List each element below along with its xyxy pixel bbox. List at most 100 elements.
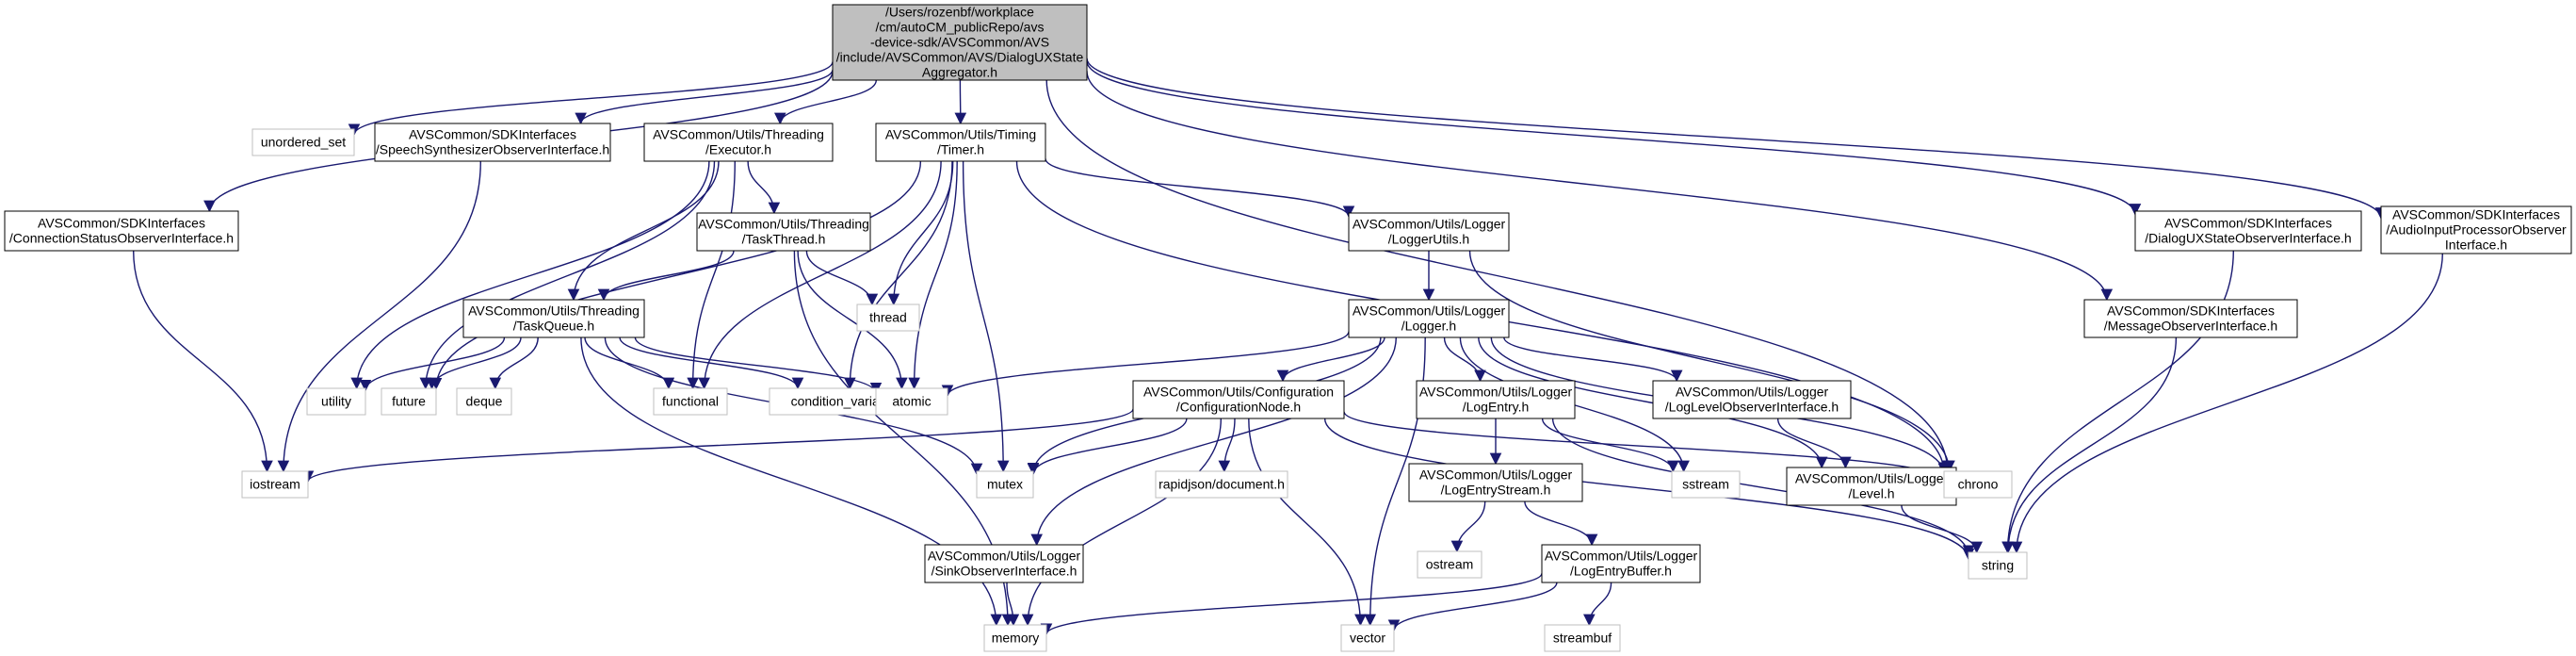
node-box	[1544, 624, 1621, 652]
edge-audioinput-to-string	[2010, 253, 2443, 554]
edge-timer-to-mutex	[962, 160, 1010, 473]
edge-taskqueue-to-atomic	[634, 336, 883, 395]
node-label: atomic	[892, 394, 931, 409]
edge-confignode-to-mutex	[1027, 418, 1188, 476]
node-box	[832, 4, 1088, 81]
node-logentrystream[interactable]: AVSCommon/Utils/Logger/LogEntryStream.h	[1408, 463, 1583, 502]
node-level[interactable]: AVSCommon/Utils/Logger/Level.h	[1786, 467, 1957, 506]
node-confignode[interactable]: AVSCommon/Utils/Configuration/Configurat…	[1132, 380, 1345, 419]
edge-loggerutils-to-chrono	[1468, 250, 1955, 473]
node-atomic: atomic	[875, 387, 948, 416]
node-sinkobs[interactable]: AVSCommon/Utils/Logger/SinkObserverInter…	[924, 544, 1084, 583]
node-rapidjson: rapidjson/document.h	[1155, 470, 1288, 499]
node-label: AVSCommon/Utils/Logger	[1795, 471, 1949, 486]
node-label: /LogEntry.h	[1463, 400, 1530, 415]
node-label: /MessageObserverInterface.h	[2104, 319, 2277, 334]
node-label: AVSCommon/Utils/Logger	[1545, 549, 1698, 564]
edge-taskqueue-to-utility	[359, 336, 506, 392]
node-label: /SpeechSynthesizerObserverInterface.h	[376, 142, 609, 157]
edge-speechsynth-to-iostream	[277, 160, 481, 473]
node-box	[456, 387, 512, 416]
edge-taskqueue-to-condvar	[619, 336, 804, 390]
node-label: AVSCommon/SDKInterfaces	[2164, 216, 2332, 231]
node-audioinput[interactable]: AVSCommon/SDKInterfaces/AudioInputProces…	[2380, 205, 2572, 254]
node-label: AVSCommon/Utils/Logger	[1353, 217, 1506, 232]
node-label: AVSCommon/Utils/Logger	[1676, 385, 1829, 400]
node-label: AVSCommon/SDKInterfaces	[2392, 207, 2560, 222]
node-label: /SinkObserverInterface.h	[932, 564, 1077, 579]
node-logger[interactable]: AVSCommon/Utils/Logger/Logger.h	[1348, 299, 1510, 338]
node-speechsynth[interactable]: AVSCommon/SDKInterfaces/SpeechSynthesize…	[374, 123, 611, 162]
node-executor[interactable]: AVSCommon/Utils/Threading/Executor.h	[643, 123, 834, 162]
edge-taskthread-to-taskqueue	[597, 250, 735, 302]
node-box	[1416, 380, 1576, 419]
node-label: iostream	[250, 477, 300, 492]
edge-logentrybuffer-to-streambuf	[1583, 582, 1612, 627]
node-dialogux[interactable]: AVSCommon/SDKInterfaces/DialogUXStateObs…	[2134, 210, 2362, 252]
edge-executor-to-taskqueue	[567, 160, 720, 302]
edge-logger-to-atomic	[941, 331, 1350, 398]
edge-logentrystream-to-logentrybuffer	[1524, 500, 1598, 547]
edge-logger-to-loglevelobs	[1503, 336, 1683, 383]
node-loglevelobs[interactable]: AVSCommon/Utils/Logger/LogLevelObserverI…	[1652, 380, 1852, 419]
node-label: /include/AVSCommon/AVS/DialogUXState	[836, 50, 1084, 65]
node-label: streambuf	[1553, 631, 1612, 646]
edge-timer-to-thread	[887, 160, 954, 306]
node-label: /TaskQueue.h	[513, 319, 594, 334]
node-functional: functional	[653, 387, 728, 416]
edge-logentrystream-to-ostream	[1450, 500, 1486, 553]
node-box	[1408, 463, 1583, 502]
node-timer[interactable]: AVSCommon/Utils/Timing/Timer.h	[875, 123, 1046, 162]
node-message[interactable]: AVSCommon/SDKInterfaces/MessageObserverI…	[2083, 299, 2298, 338]
node-box	[1155, 470, 1288, 499]
node-box	[856, 303, 920, 332]
node-loggerutils[interactable]: AVSCommon/Utils/Logger/LoggerUtils.h	[1348, 212, 1510, 252]
edge-confignode-to-rapidjson	[1218, 418, 1236, 473]
node-label: /LogEntryBuffer.h	[1570, 564, 1672, 579]
node-box	[643, 123, 834, 162]
node-box	[251, 128, 355, 156]
node-box	[1968, 551, 2028, 580]
node-utility: utility	[306, 387, 366, 416]
node-label: string	[1982, 558, 2014, 573]
node-logentry[interactable]: AVSCommon/Utils/Logger/LogEntry.h	[1416, 380, 1576, 419]
node-label: AVSCommon/Utils/Threading	[468, 303, 640, 319]
node-box	[1671, 470, 1741, 499]
edge-executor-to-taskthread	[747, 160, 781, 215]
node-label: AVSCommon/Utils/Logger	[928, 549, 1081, 564]
edge-level-to-string	[1901, 504, 1983, 554]
node-deque: deque	[456, 387, 512, 416]
edge-message-to-string	[2001, 336, 2178, 554]
edge-logger-to-level	[1478, 336, 1828, 469]
node-label: future	[392, 394, 426, 409]
node-label: thread	[869, 310, 907, 325]
node-box	[2083, 299, 2298, 338]
edge-logger-to-confignode	[1276, 336, 1385, 383]
edge-executor-to-future	[419, 160, 716, 390]
node-label: condition_variable	[791, 394, 898, 409]
edge-main-to-audioinput	[1086, 57, 2388, 220]
node-box	[1943, 470, 2013, 499]
edge-confignode-to-string	[1323, 418, 1975, 561]
node-logentrybuffer[interactable]: AVSCommon/Utils/Logger/LogEntryBuffer.h	[1541, 544, 1701, 583]
node-label: /LogEntryStream.h	[1441, 483, 1551, 498]
node-connstatus[interactable]: AVSCommon/SDKInterfaces/ConnectionStatus…	[4, 210, 239, 252]
node-label: ostream	[1426, 557, 1474, 572]
node-taskqueue[interactable]: AVSCommon/Utils/Threading/TaskQueue.h	[462, 299, 645, 338]
node-label: sstream	[1682, 477, 1729, 492]
dependency-nodes: /Users/rozenbf/workplace/cm/autoCM_publi…	[4, 4, 2572, 652]
node-taskthread[interactable]: AVSCommon/Utils/Threading/TaskThread.h	[696, 212, 871, 252]
node-box	[696, 212, 871, 252]
edge-executor-to-utility	[350, 160, 710, 390]
node-chrono: chrono	[1943, 470, 2013, 499]
node-label: AVSCommon/SDKInterfaces	[409, 127, 576, 142]
node-box	[1348, 299, 1510, 338]
node-box	[1652, 380, 1852, 419]
node-label: /ConnectionStatusObserverInterface.h	[9, 231, 234, 246]
edge-main-to-chrono	[1045, 79, 1953, 473]
node-box	[1348, 212, 1510, 252]
node-box	[374, 123, 611, 162]
node-label: Interface.h	[2445, 238, 2507, 253]
node-label: mutex	[987, 477, 1023, 492]
node-label: rapidjson/document.h	[1158, 477, 1285, 492]
